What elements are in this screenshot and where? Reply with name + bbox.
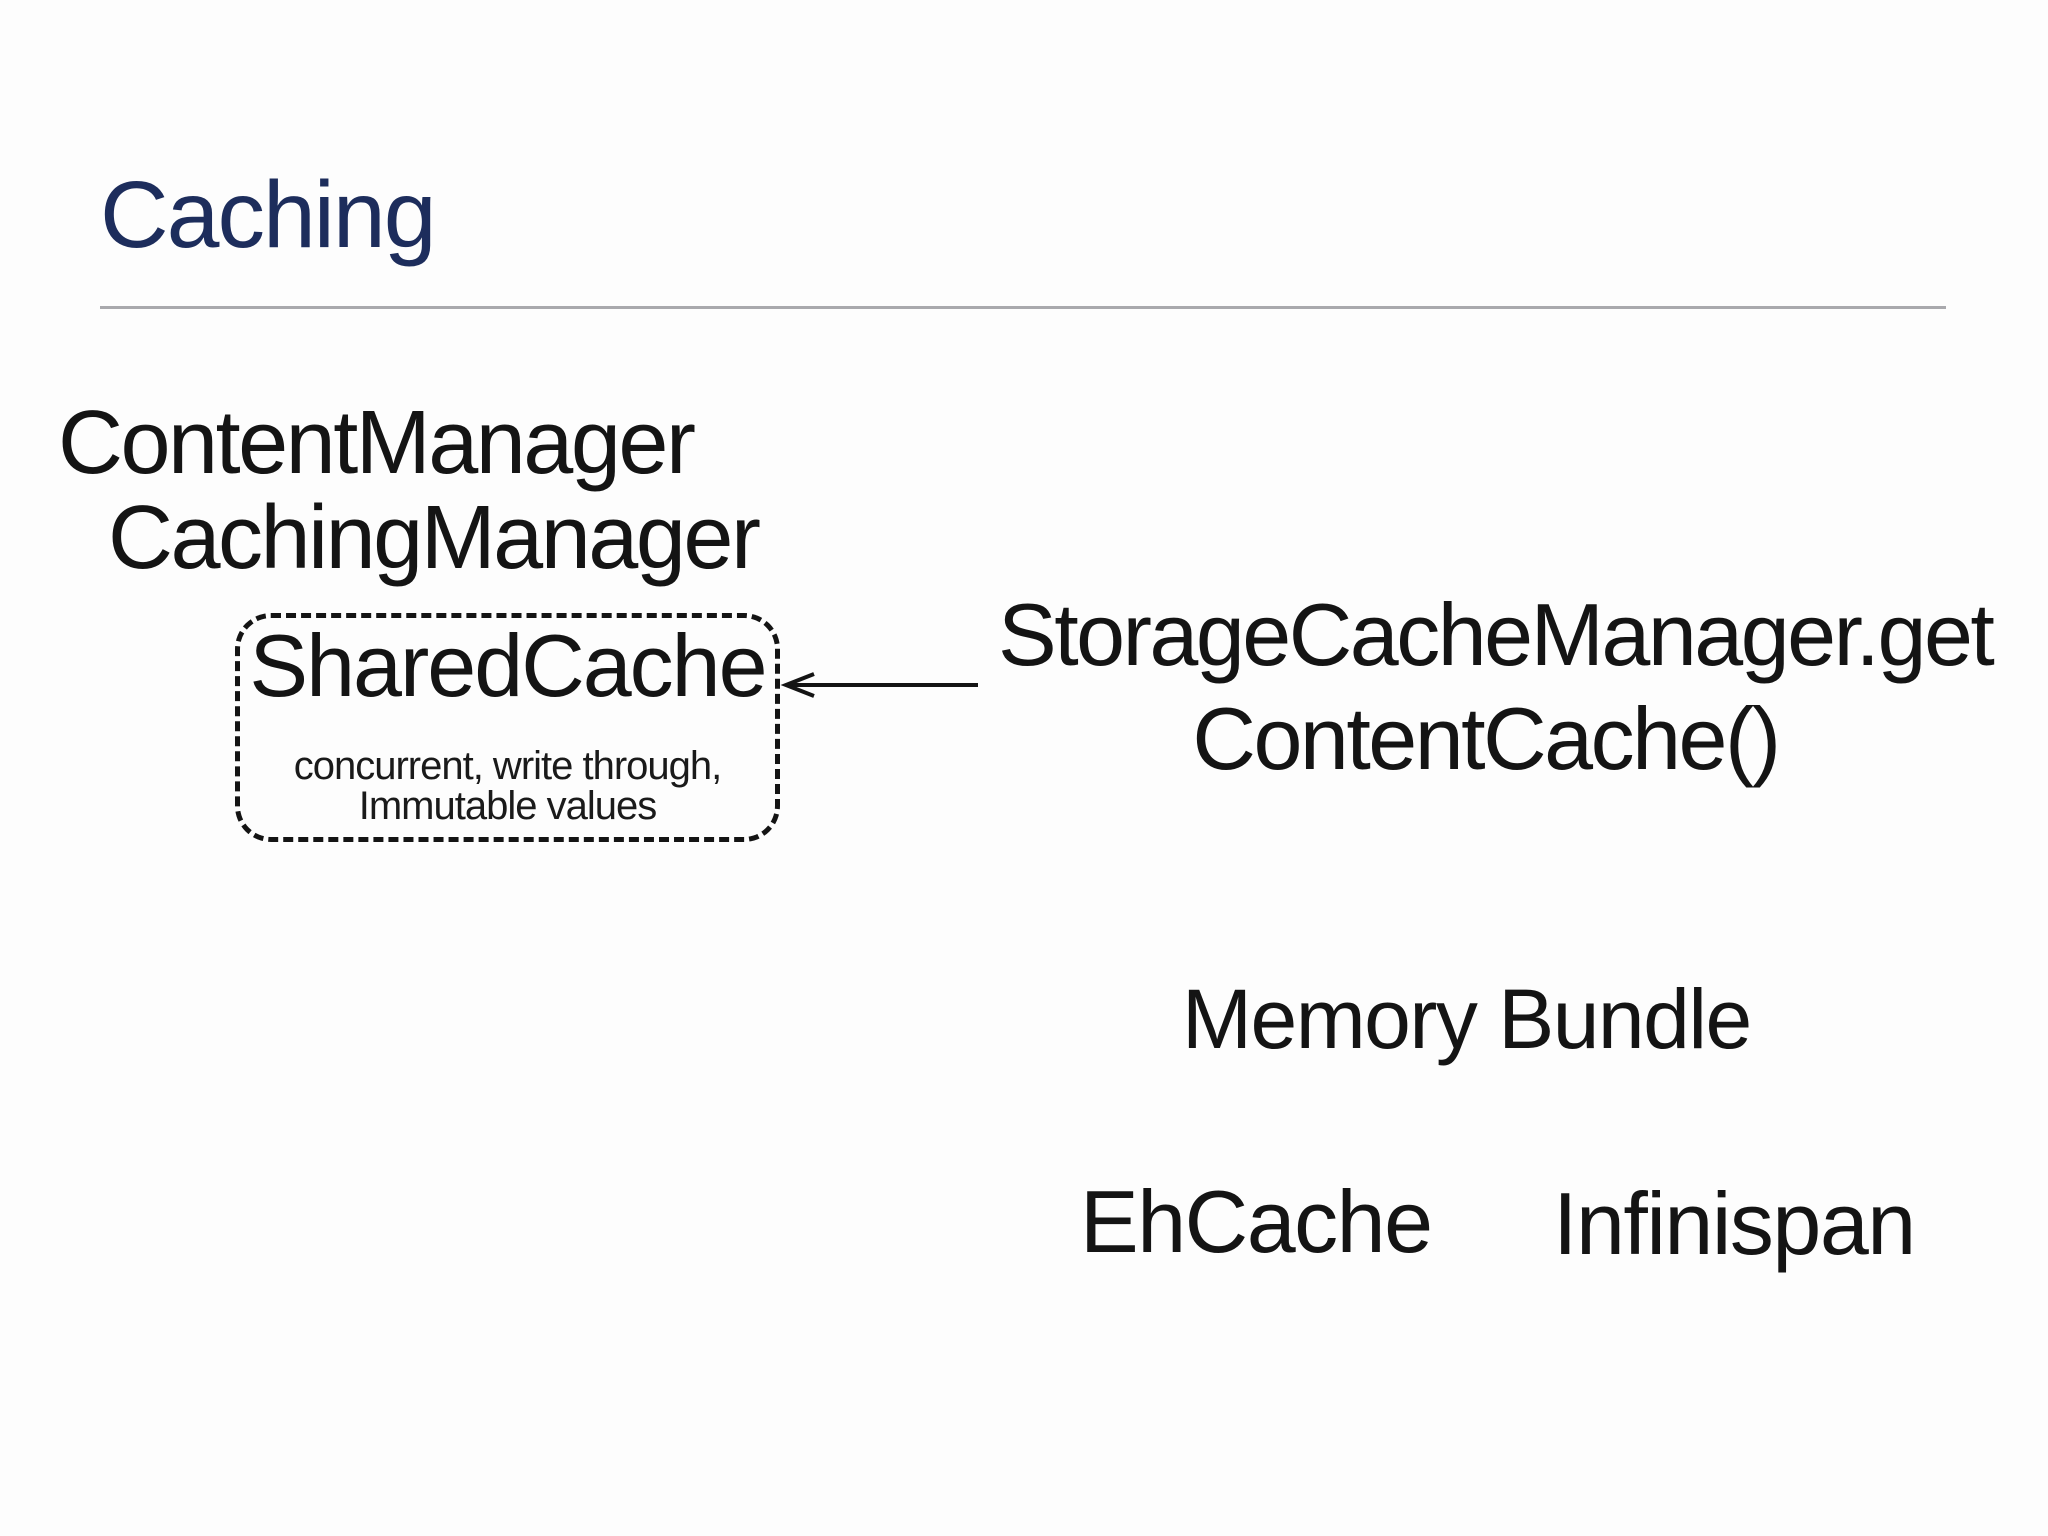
memory-bundle-label: Memory Bundle <box>1182 972 1752 1066</box>
shared-cache-label: SharedCache <box>249 616 767 715</box>
shared-cache-box: SharedCache concurrent, write through, I… <box>235 613 780 842</box>
content-manager-label: ContentManager <box>58 393 696 493</box>
caching-manager-label: CachingManager <box>108 488 761 588</box>
manager-labels: ContentManager CachingManager <box>58 393 761 588</box>
ehcache-label: EhCache <box>1080 1172 1433 1271</box>
storage-call-line1: StorageCacheManager.get <box>998 585 1995 684</box>
storage-call-line2: ContentCache() <box>1192 689 1781 788</box>
shared-cache-note-line1: concurrent, write through, <box>293 744 723 788</box>
infinispan-label: Infinispan <box>1553 1174 1916 1273</box>
title-divider-line <box>100 306 1946 309</box>
page-title: Caching <box>100 162 437 268</box>
storage-call-label: StorageCacheManager.get ContentCache() <box>998 583 1995 791</box>
shared-cache-note-line2: Immutable values <box>358 784 657 828</box>
shared-cache-note: concurrent, write through, Immutable val… <box>240 746 775 826</box>
left-arrow-connector-icon <box>780 672 978 698</box>
